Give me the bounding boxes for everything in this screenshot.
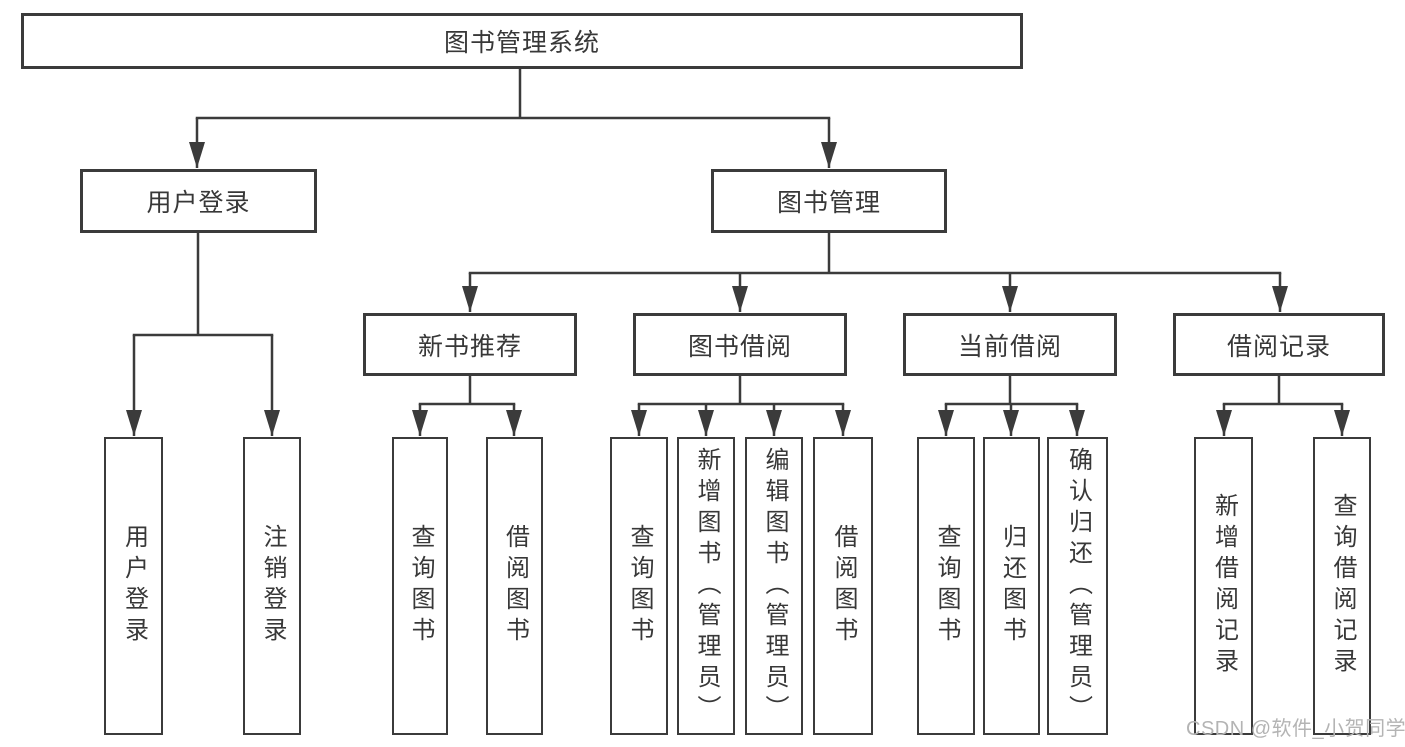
leaf-borrow-books-recommend: 借阅图书 bbox=[486, 437, 543, 735]
node-label: 当前借阅 bbox=[957, 332, 1062, 361]
leaf-label: 注销登录 bbox=[259, 524, 286, 648]
leaf-query-books-borrowing: 查询图书 bbox=[610, 437, 668, 735]
node-book-borrowing: 图书借阅 bbox=[633, 313, 847, 376]
node-new-book-recommendation: 新书推荐 bbox=[363, 313, 577, 376]
leaf-query-books-recommend: 查询图书 bbox=[392, 437, 448, 735]
leaf-label: 新增借阅记录 bbox=[1210, 493, 1238, 679]
node-label: 图书管理系统 bbox=[443, 29, 600, 57]
leaf-label: 编辑图书（管理员） bbox=[761, 446, 788, 726]
leaf-query-borrowing-record: 查询借阅记录 bbox=[1313, 437, 1371, 735]
leaf-label: 查询图书 bbox=[407, 524, 434, 648]
node-borrowing-records: 借阅记录 bbox=[1173, 313, 1385, 376]
node-label: 图书管理 bbox=[776, 189, 881, 217]
leaf-add-books-admin: 新增图书（管理员） bbox=[677, 437, 735, 735]
node-user-login: 用户登录 bbox=[80, 169, 317, 233]
leaf-label: 查询图书 bbox=[933, 524, 960, 648]
node-book-management: 图书管理 bbox=[711, 169, 947, 233]
leaf-label: 查询借阅记录 bbox=[1329, 493, 1356, 679]
node-current-borrowing: 当前借阅 bbox=[903, 313, 1117, 376]
leaf-label: 查询图书 bbox=[626, 524, 653, 648]
csdn-watermark: CSDN @软件_小贺同学 bbox=[1186, 718, 1405, 740]
node-library-management-system: 图书管理系统 bbox=[21, 13, 1023, 69]
leaf-edit-books-admin: 编辑图书（管理员） bbox=[745, 437, 803, 735]
leaf-label: 借阅图书 bbox=[830, 524, 857, 648]
node-label: 新书推荐 bbox=[417, 332, 522, 361]
leaf-label: 借阅图书 bbox=[501, 524, 529, 648]
leaf-confirm-return-admin: 确认归还（管理员） bbox=[1047, 437, 1108, 735]
node-label: 图书借阅 bbox=[687, 332, 792, 361]
leaf-label: 用户登录 bbox=[120, 524, 148, 648]
node-label: 借阅记录 bbox=[1226, 332, 1331, 361]
leaf-label: 归还图书 bbox=[998, 524, 1026, 648]
leaf-logout: 注销登录 bbox=[243, 437, 301, 735]
leaf-add-borrowing-record: 新增借阅记录 bbox=[1194, 437, 1253, 735]
leaf-label: 确认归还（管理员） bbox=[1064, 446, 1092, 726]
leaf-return-books: 归还图书 bbox=[983, 437, 1040, 735]
leaf-query-books-current: 查询图书 bbox=[917, 437, 975, 735]
leaf-user-login: 用户登录 bbox=[104, 437, 163, 735]
leaf-label: 新增图书（管理员） bbox=[693, 446, 720, 726]
leaf-borrow-books-borrowing: 借阅图书 bbox=[813, 437, 873, 735]
node-label: 用户登录 bbox=[146, 189, 251, 217]
